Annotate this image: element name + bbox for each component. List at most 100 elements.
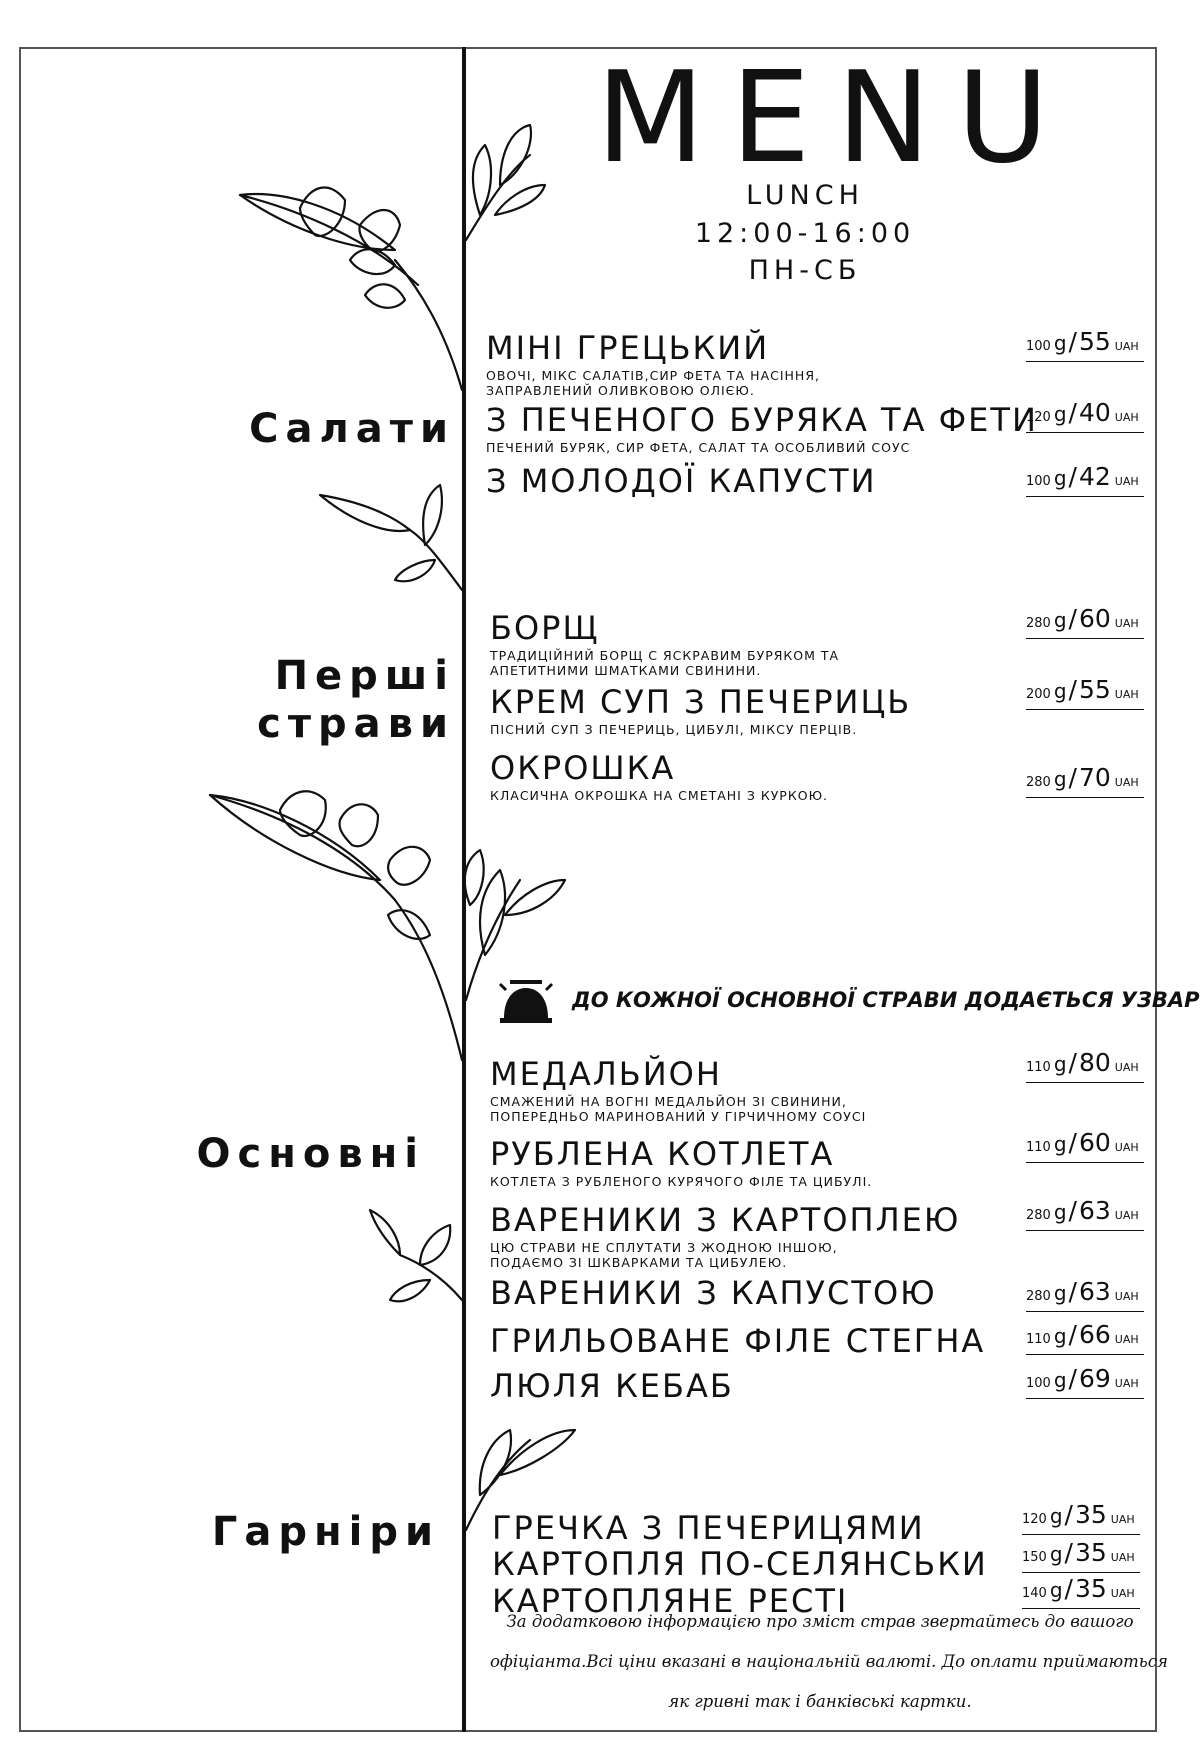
weight-unit: g (1053, 1368, 1067, 1392)
price-separator: / (1068, 398, 1077, 427)
weight-unit: g (1053, 1052, 1067, 1076)
service-bell-icon (498, 980, 554, 1023)
menu-item-description: ПІСНИЙ СУП З ПЕЧЕРИЦЬ, ЦИБУЛІ, МІКСУ ПЕР… (490, 722, 1010, 738)
menu-item: ЛЮЛЯ КЕБАБ (490, 1370, 1010, 1402)
price-separator: / (1064, 1500, 1073, 1529)
category-first-courses-line2: страви (257, 701, 455, 747)
weight-value: 120 (1026, 410, 1051, 425)
price-separator: / (1068, 675, 1077, 704)
price-value: 63 (1078, 1277, 1111, 1306)
vertical-divider (462, 47, 466, 1732)
footnote-line-3: як гривні так і банківські картки. (668, 1692, 972, 1711)
weight-unit: g (1053, 1132, 1067, 1156)
currency-label: UAH (1114, 340, 1139, 353)
price-separator: / (1068, 1128, 1077, 1157)
currency-label: UAH (1114, 1333, 1139, 1346)
currency-label: UAH (1110, 1513, 1135, 1526)
menu-subtitle: LUNCH (746, 180, 864, 211)
menu-item-name: РУБЛЕНА КОТЛЕТА (490, 1135, 835, 1173)
menu-item-name: ГРЕЧКА З ПЕЧЕРИЦЯМИ (492, 1509, 925, 1547)
menu-item-description: КЛАСИЧНА ОКРОШКА НА СМЕТАНІ З КУРКОЮ. (490, 788, 1010, 804)
weight-value: 110 (1026, 1060, 1051, 1075)
menu-item: ГРЕЧКА З ПЕЧЕРИЦЯМИ (492, 1512, 1012, 1544)
price-separator: / (1068, 1320, 1077, 1349)
price-value: 40 (1078, 398, 1111, 427)
menu-item-name: МЕДАЛЬЙОН (490, 1055, 722, 1093)
menu-item-description-line: ЗАПРАВЛЕНИЙ ОЛИВКОВОЮ ОЛІЄЮ. (486, 382, 755, 398)
category-sides: Гарніри (211, 1509, 440, 1555)
menu-item-description: КОТЛЕТА З РУБЛЕНОГО КУРЯЧОГО ФІЛЕ ТА ЦИБ… (490, 1174, 1010, 1190)
price-separator: / (1068, 327, 1077, 356)
weight-value: 280 (1026, 1208, 1051, 1223)
price-value: 63 (1078, 1196, 1111, 1225)
currency-label: UAH (1114, 1141, 1139, 1154)
price-value: 55 (1078, 327, 1111, 356)
currency-label: UAH (1114, 475, 1139, 488)
currency-label: UAH (1114, 411, 1139, 424)
weight-unit: g (1053, 679, 1067, 703)
weight-unit: g (1049, 1542, 1063, 1566)
weight-value: 280 (1026, 1289, 1051, 1304)
menu-item-name: ЛЮЛЯ КЕБАБ (490, 1367, 734, 1405)
currency-label: UAH (1114, 1377, 1139, 1390)
weight-value: 100 (1026, 1376, 1051, 1391)
weight-value: 110 (1026, 1332, 1051, 1347)
menu-item-name: З ПЕЧЕНОГО БУРЯКА ТА ФЕТИ (486, 401, 1038, 439)
footnote-line-2: офіціанта.Всі ціни вказані в національні… (490, 1652, 1168, 1671)
currency-label: UAH (1114, 1061, 1139, 1074)
menu-item-name: КРЕМ СУП З ПЕЧЕРИЦЬ (490, 683, 912, 721)
price-separator: / (1068, 462, 1077, 491)
menu-item-description-line: ЦЮ СТРАВИ НЕ СПЛУТАТИ З ЖОДНОЮ ІНШОЮ, (490, 1240, 838, 1255)
notice-banner: ДО КОЖНОЇ ОСНОВНОЇ СТРАВИ ДОДАЄТЬСЯ УЗВА… (496, 972, 1200, 1030)
leaf-branch-lower (368, 1208, 464, 1303)
menu-item-description-line: ТРАДИЦІЙНИЙ БОРЩ С ЯСКРАВИМ БУРЯКОМ ТА (490, 648, 840, 663)
menu-item-description-line: СМАЖЕНИЙ НА ВОГНІ МЕДАЛЬЙОН ЗІ СВИНИНИ, (490, 1094, 847, 1109)
price-value: 35 (1074, 1538, 1107, 1567)
price-value: 80 (1078, 1048, 1111, 1077)
category-salads: Салати (249, 406, 455, 452)
weight-value: 200 (1026, 687, 1051, 702)
price-value: 60 (1078, 1128, 1111, 1157)
menu-item-name: КАРТОПЛЯНЕ РЕСТІ (492, 1582, 849, 1620)
menu-item: КАРТОПЛЯНЕ РЕСТІ (492, 1585, 1012, 1617)
weight-unit: g (1053, 402, 1067, 426)
currency-label: UAH (1114, 1290, 1139, 1303)
weight-unit: g (1053, 608, 1067, 632)
currency-label: UAH (1114, 1209, 1139, 1222)
menu-item-name: ОКРОШКА (490, 749, 676, 787)
weight-unit: g (1053, 767, 1067, 791)
weight-value: 280 (1026, 616, 1051, 631)
menu-days: ПН-СБ (748, 255, 862, 286)
leaf-branch-upper-middle (318, 483, 464, 592)
weight-value: 150 (1022, 1550, 1047, 1565)
notice-text: ДО КОЖНОЇ ОСНОВНОЇ СТРАВИ ДОДАЄТЬСЯ УЗВА… (572, 988, 1200, 1012)
weight-unit: g (1053, 466, 1067, 490)
price-separator: / (1068, 1277, 1077, 1306)
price-separator: / (1068, 1048, 1077, 1077)
menu-title: MENU (596, 44, 1075, 191)
price-value: 55 (1078, 675, 1111, 704)
weight-value: 110 (1026, 1140, 1051, 1155)
menu-hours: 12:00-16:00 (694, 218, 916, 249)
menu-item-name: З МОЛОДОЇ КАПУСТИ (486, 462, 877, 500)
menu-item-description-line: ОВОЧІ, МІКС САЛАТІВ,СИР ФЕТА ТА НАСІННЯ, (486, 368, 820, 383)
price-separator: / (1068, 1196, 1077, 1225)
menu-item-name: ВАРЕНИКИ З КАРТОПЛЕЮ (490, 1201, 961, 1239)
menu-item-description: ПЕЧЕНИЙ БУРЯК, СИР ФЕТА, САЛАТ ТА ОСОБЛИ… (486, 440, 1006, 456)
currency-label: UAH (1110, 1551, 1135, 1564)
weight-unit: g (1049, 1578, 1063, 1602)
menu-item-name: МІНІ ГРЕЦЬКИЙ (486, 329, 770, 367)
